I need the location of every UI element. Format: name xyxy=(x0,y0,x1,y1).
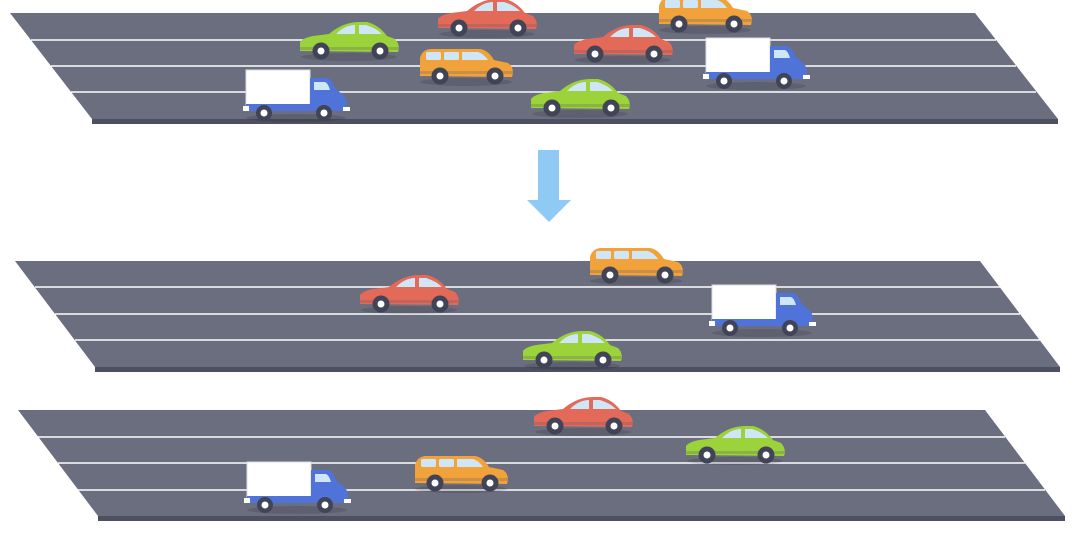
highway-after-1 xyxy=(15,248,1060,372)
road-edge xyxy=(98,516,1065,521)
orange-wagon xyxy=(590,248,683,285)
arrow-down-icon xyxy=(527,150,571,222)
highway-before xyxy=(10,0,1058,124)
orange-wagon xyxy=(659,0,752,34)
road-edge xyxy=(92,119,1058,124)
highway-after-2 xyxy=(18,397,1065,521)
arrow-head xyxy=(527,200,571,222)
red-sedan xyxy=(438,0,537,38)
red-sedan xyxy=(534,397,633,436)
arrow-shaft xyxy=(538,150,559,202)
